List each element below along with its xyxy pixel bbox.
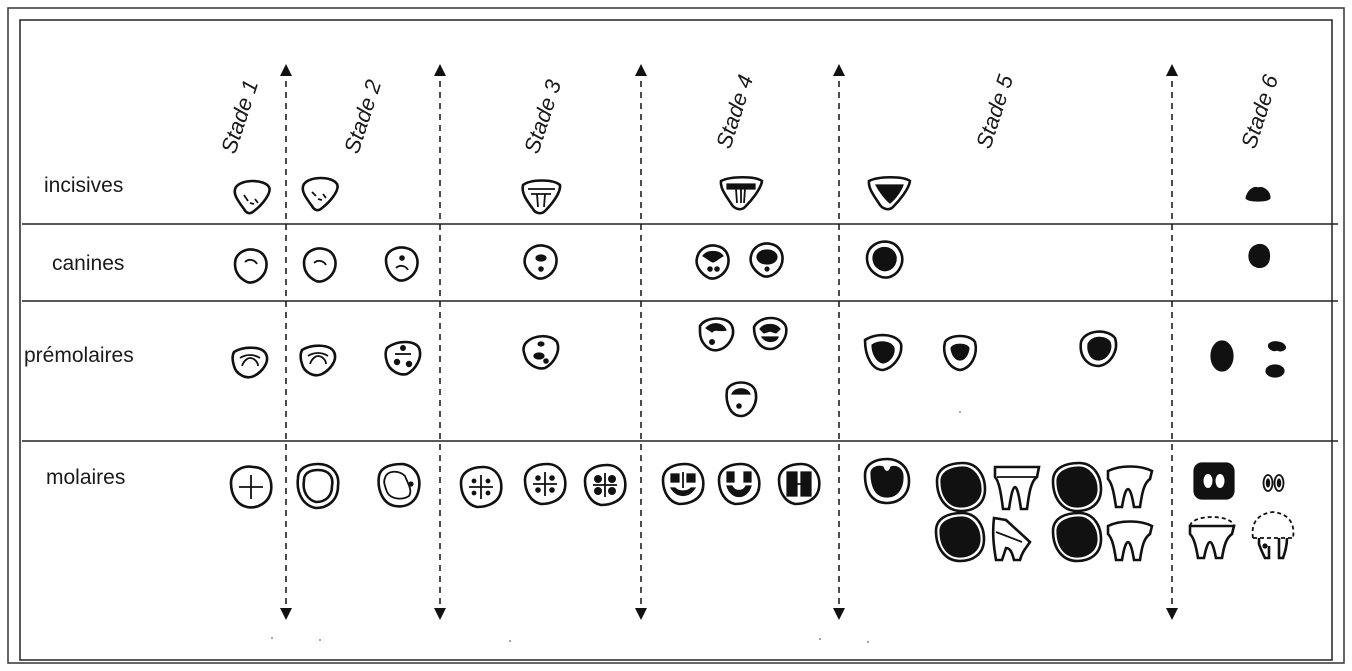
canine-stage2b-icon <box>386 248 418 281</box>
scan-specks <box>271 411 961 643</box>
canine-stage5-icon <box>867 242 902 278</box>
molar-stage5b-occlusal-icon <box>937 463 985 511</box>
molar-stage6b-side-icon <box>1253 512 1294 558</box>
premolar-stage1-icon <box>233 348 268 378</box>
premolar-stage2a-icon <box>301 346 336 376</box>
molar-stage5d-occlusal-icon <box>1053 463 1101 511</box>
molar-stage3c-icon <box>585 465 625 505</box>
molar-stage3a-icon <box>461 467 501 507</box>
premolar-stage4b-icon <box>754 318 786 349</box>
canine-stage3-icon <box>525 246 557 279</box>
molar-stage6a-occlusal-icon <box>1194 463 1234 499</box>
row-label-premolaires: prémolaires <box>24 344 134 367</box>
premolar-stage6b-icon <box>1266 342 1285 377</box>
molar-stage4a-icon <box>663 464 703 504</box>
row-label-molaires: molaires <box>46 466 125 489</box>
molar-stage2a-icon <box>298 464 339 508</box>
row-label-canines: canines <box>52 252 124 275</box>
molar-stage6a-side-icon <box>1190 517 1234 558</box>
incisor-stage6-icon <box>1246 187 1270 201</box>
molar-stage1-icon <box>231 467 271 508</box>
molar-stage5c-side-icon <box>993 518 1030 560</box>
premolar-stage4a-icon <box>700 319 733 351</box>
canine-stage4b-icon <box>751 244 783 277</box>
molar-stage5b-side-icon <box>995 467 1039 509</box>
molar-stage3b-icon <box>525 464 565 504</box>
premolar-stage5a-icon <box>865 335 901 370</box>
stage-label-1: Stade 1 <box>216 77 263 157</box>
incisor-stage1-icon <box>235 181 270 213</box>
canine-stage1-icon <box>235 250 267 283</box>
incisor-stage3-icon <box>523 181 560 214</box>
outer-frame <box>8 8 1344 663</box>
premolar-stage6a-icon <box>1211 341 1233 371</box>
canine-stage2a-icon <box>304 249 336 282</box>
premolar-stage5c-icon <box>1081 332 1116 366</box>
canine-stage6-icon <box>1249 244 1270 267</box>
stage-label-5: Stade 5 <box>971 71 1018 152</box>
inner-frame <box>20 20 1332 660</box>
stage-label-6: Stade 6 <box>1236 71 1283 152</box>
incisor-stage4-icon <box>721 177 762 209</box>
premolar-stage5b-icon <box>944 336 976 370</box>
molar-stage6b-occlusal-icon <box>1264 475 1284 491</box>
molar-stage4b-icon <box>719 464 759 504</box>
molar-stage5c-occlusal-icon <box>936 513 984 561</box>
premolar-stage2b-icon <box>386 342 421 374</box>
molar-stage5e-occlusal-icon <box>1053 513 1101 561</box>
stage-label-4: Stade 4 <box>711 72 758 152</box>
molar-stage5a-icon <box>865 459 909 503</box>
incisor-stage5-icon <box>869 177 910 209</box>
premolar-stage3-icon <box>524 336 559 368</box>
incisor-stage2-icon <box>303 178 338 210</box>
row-label-incisives: incisives <box>44 174 123 197</box>
premolar-stage4c-icon <box>727 383 756 417</box>
molar-stage4c-icon <box>779 464 819 504</box>
molar-stage5d-side-icon <box>1108 467 1152 508</box>
stage-label-2: Stade 2 <box>339 77 386 157</box>
molar-stage2b-icon <box>379 464 420 506</box>
canine-stage4a-icon <box>697 246 729 279</box>
stage-label-3: Stade 3 <box>519 76 566 157</box>
molar-stage5e-side-icon <box>1108 522 1152 561</box>
